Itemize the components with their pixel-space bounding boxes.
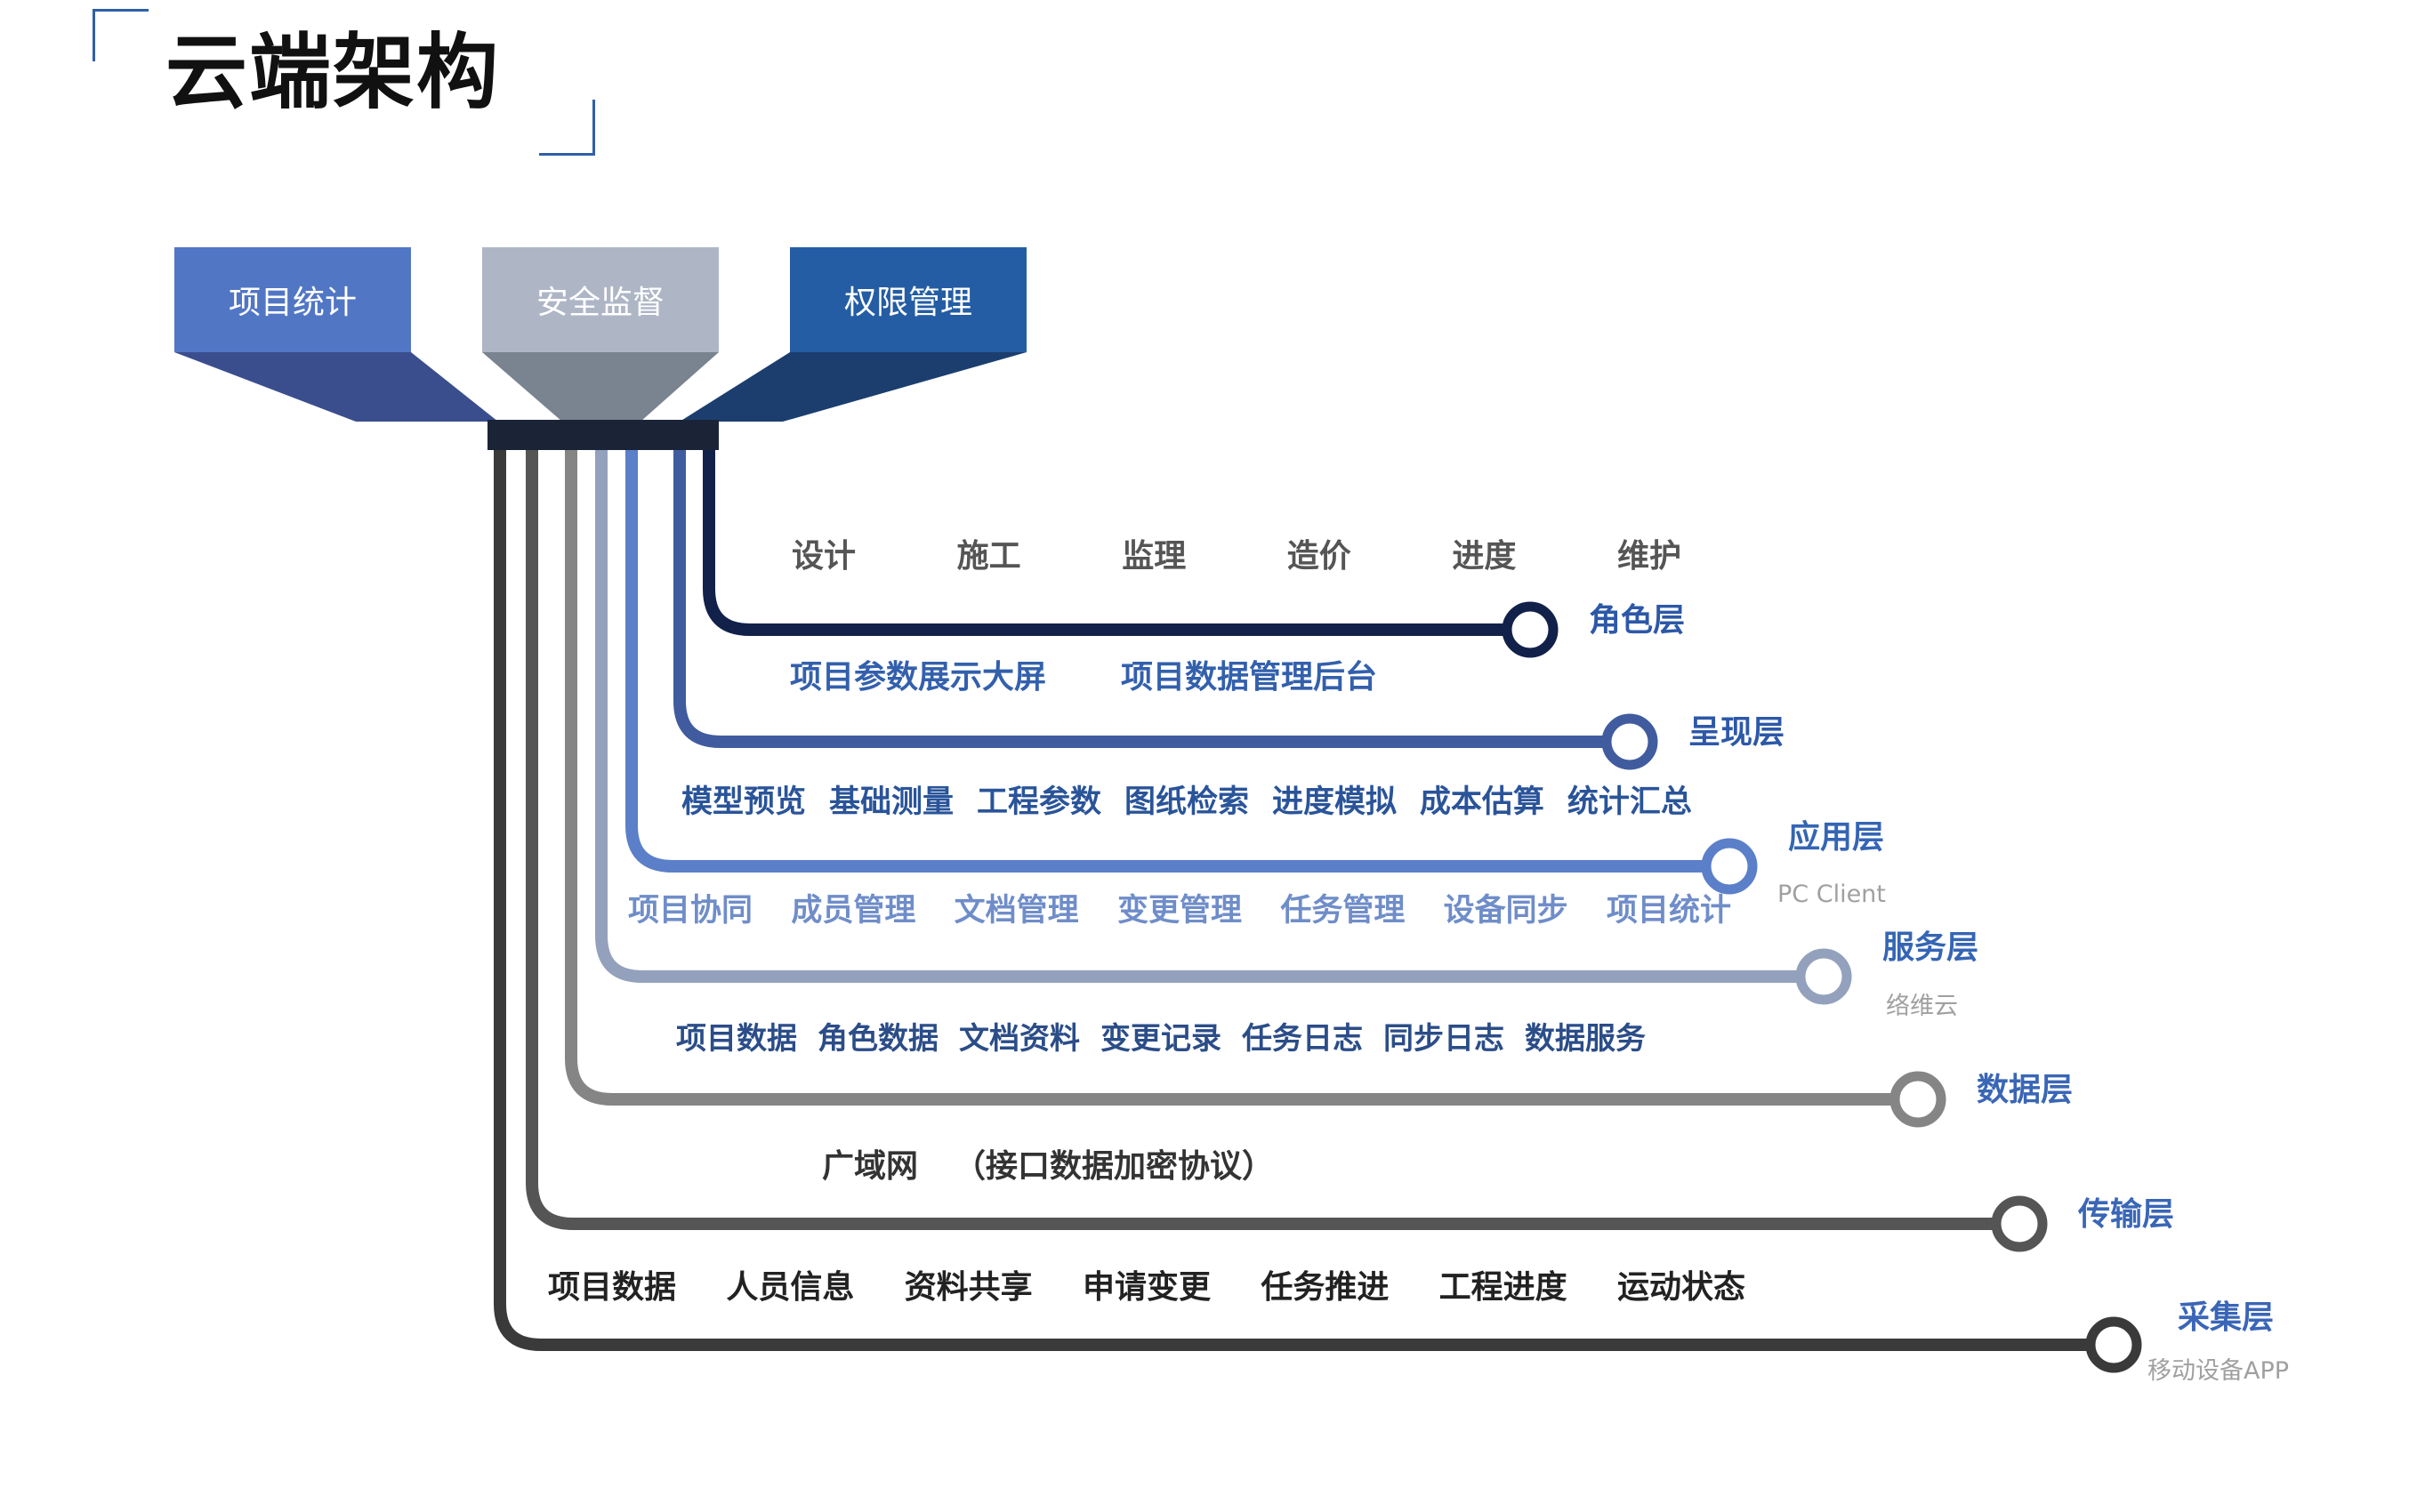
layer-line (703, 450, 1507, 636)
layer-item: （接口数据加密协议） (954, 1148, 1275, 1185)
layer-item: 项目数据管理后台 (1120, 659, 1377, 696)
layer-item: 成员管理 (791, 893, 916, 929)
top-box-project-stats: 项目统计 (174, 247, 411, 352)
layer-item: 项目数据 (676, 1021, 797, 1057)
layer-item: 进度模拟 (1271, 784, 1397, 820)
layer-sublabel: 络维云 (1886, 993, 1958, 1020)
layer-item: 项目参数展示大屏 (790, 659, 1047, 696)
layer-item: 变更管理 (1116, 893, 1242, 929)
layer-line (673, 450, 1607, 748)
layer-terminal-node (1701, 838, 1758, 895)
layer-item: 项目数据 (548, 1269, 677, 1306)
layer-item: 角色数据 (818, 1021, 939, 1057)
layer-sublabel: PC Client (1777, 881, 1886, 908)
layer-item: 设计 (792, 538, 857, 575)
layer-line (625, 450, 1706, 873)
top-box-label: 权限管理 (843, 285, 972, 321)
title-corner-bottom-right (539, 100, 595, 156)
layer-name: 传输层 (2078, 1196, 2175, 1233)
layer-lines (494, 450, 2142, 1373)
layer-items: 模型预览基础测量工程参数图纸检索进度模拟成本估算统计汇总 (681, 781, 1692, 824)
layer-terminal-node (1502, 601, 1559, 658)
layer-item: 资料共享 (904, 1269, 1033, 1306)
page-title: 云端架构 (165, 25, 501, 120)
layer-item: 变更记录 (1100, 1021, 1221, 1057)
layer-item: 任务管理 (1280, 893, 1406, 929)
layer-name: 应用层 (1788, 819, 1885, 856)
layer-item: 文档资料 (959, 1021, 1080, 1057)
layer-line (526, 450, 1996, 1230)
layer-item: 工程参数 (976, 784, 1101, 820)
funnel-safety-supervision (482, 352, 719, 422)
layer-item: 维护 (1616, 538, 1681, 575)
layer-name: 采集层 (2178, 1299, 2275, 1336)
layer-item: 申请变更 (1082, 1269, 1211, 1306)
layer-terminal-node (1601, 713, 1658, 770)
layer-item: 施工 (956, 538, 1021, 575)
layer-item: 设备同步 (1443, 893, 1568, 929)
layer-item: 数据服务 (1525, 1021, 1646, 1057)
layer-item: 任务日志 (1242, 1021, 1363, 1057)
top-box-safety-supervision: 安全监督 (482, 247, 719, 352)
layer-item: 图纸检索 (1124, 784, 1249, 820)
layer-item: 模型预览 (681, 784, 807, 820)
layer-item: 任务推进 (1261, 1269, 1390, 1306)
top-box-label: 项目统计 (228, 285, 357, 321)
layer-item: 造价 (1286, 538, 1351, 575)
layer-line (494, 450, 2091, 1351)
title-corner-top-left (93, 9, 149, 61)
layer-sublabel: 移动设备APP (2147, 1357, 2290, 1385)
layer-name: 服务层 (1882, 929, 1979, 966)
layer-item: 运动状态 (1616, 1269, 1745, 1306)
layer-items: 广域网 （接口数据加密协议） (822, 1146, 1285, 1188)
layer-items: 项目协同 成员管理 文档管理 变更管理 任务管理 设备同步 项目统计 (628, 889, 1731, 932)
layer-item: 统计汇总 (1567, 784, 1692, 820)
layer-terminal-node (2085, 1316, 2142, 1373)
funnel-project-stats (174, 352, 498, 422)
top-box-permission-management: 权限管理 (790, 247, 1027, 352)
hub-bar (487, 420, 719, 450)
layer-name: 数据层 (1977, 1072, 2074, 1108)
layer-item: 同步日志 (1383, 1021, 1504, 1057)
layer-items: 项目参数展示大屏 项目数据管理后台 (790, 656, 1377, 699)
layer-item: 基础测量 (828, 784, 954, 820)
layer-line (565, 450, 1895, 1106)
layer-name: 呈现层 (1688, 714, 1785, 751)
layer-item: 监理 (1122, 538, 1187, 575)
top-box-label: 安全监督 (536, 285, 665, 321)
layer-item: 人员信息 (726, 1269, 855, 1306)
layer-item: 工程进度 (1438, 1269, 1567, 1306)
layer-items: 项目数据角色数据文档资料变更记录任务日志同步日志数据服务 (676, 1017, 1646, 1060)
layer-terminal-node (1991, 1195, 2048, 1252)
layer-item: 进度 (1452, 538, 1517, 575)
layer-line (595, 450, 1801, 983)
funnel-permission-management (680, 352, 1027, 422)
layer-terminal-node (1889, 1071, 1946, 1128)
layer-terminal-node (1795, 948, 1852, 1005)
layer-item: 项目协同 (628, 893, 753, 929)
layer-item: 广域网 (822, 1148, 919, 1185)
layer-items: 项目数据 人员信息 资料共享 申请变更 任务推进 工程进度 运动状态 (548, 1267, 1745, 1309)
layer-item: 项目统计 (1606, 893, 1731, 929)
layer-item: 成本估算 (1419, 784, 1544, 820)
layer-items: 设计 施工 监理 造价 进度 维护 (792, 535, 1681, 578)
layer-name: 角色层 (1589, 602, 1686, 639)
layer-item: 文档管理 (954, 893, 1079, 929)
